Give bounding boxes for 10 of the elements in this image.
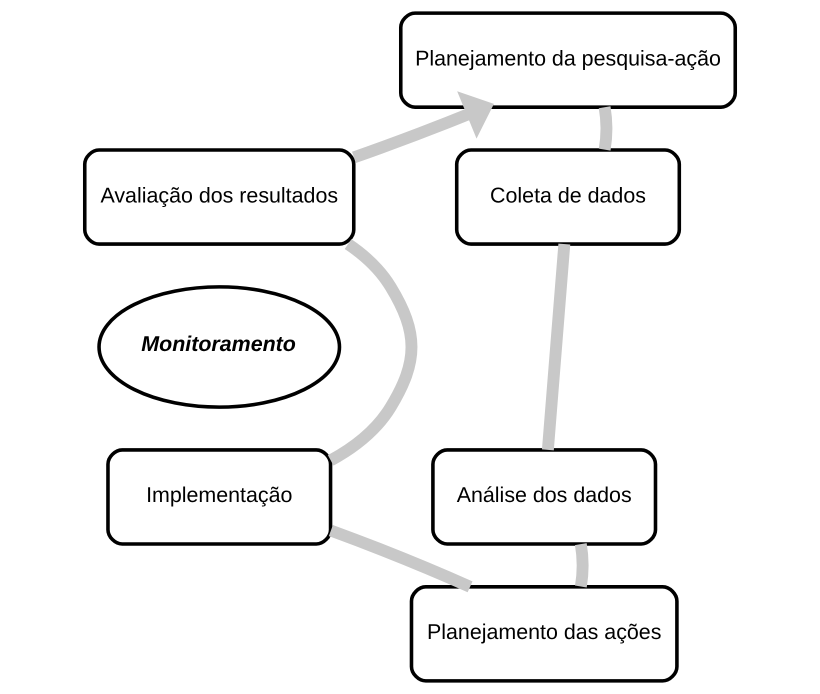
connector bbox=[542, 244, 570, 450]
node-box: Análise dos dados bbox=[431, 448, 658, 546]
node-ellipse: Monitoramento bbox=[97, 285, 342, 409]
node-box: Avaliação dos resultados bbox=[82, 148, 356, 246]
node-box: Coleta de dados bbox=[454, 148, 682, 246]
connector bbox=[328, 239, 418, 466]
arrow bbox=[352, 91, 494, 164]
node-box: Planejamento da pesquisa-ação bbox=[398, 11, 738, 109]
node-box: Planejamento das ações bbox=[410, 585, 679, 683]
node-box: Implementação bbox=[106, 448, 332, 546]
